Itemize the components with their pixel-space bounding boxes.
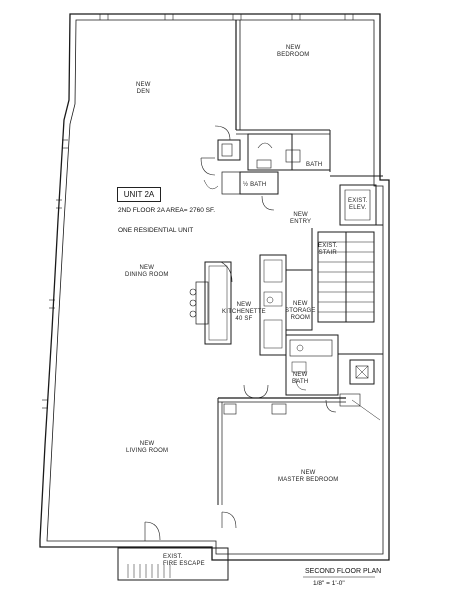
drawing-title: SECOND FLOOR PLAN [305,568,382,575]
area-note: 2ND FLOOR 2A AREA= 2760 SF. [118,207,216,214]
residential-note: ONE RESIDENTIAL UNIT [118,227,194,234]
unit-label: UNIT 2A [117,187,161,202]
fire-escape-treads [127,564,171,578]
room-label-den: NEW DEN [136,82,151,95]
room-label-kitchenette: NEW KITCHENETTE 40 SF [222,302,266,322]
room-label-storage-room: NEW STORAGE ROOM [285,301,316,321]
room-label-exist-stair: EXIST. STAIR [318,243,338,256]
room-label-new-bath: NEW BATH [292,372,309,385]
exterior-wall-outer [39,13,390,561]
room-label-exist-elev: EXIST. ELEV. [348,198,368,211]
room-label-master-bedroom: NEW MASTER BEDROOM [278,470,339,483]
room-label-bath: BATH [306,162,323,168]
room-label-entry: NEW ENTRY [290,212,312,225]
room-label-living-room: NEW LIVING ROOM [126,441,169,454]
room-label-bedroom: NEW BEDROOM [277,45,310,58]
window-marks [42,14,354,409]
room-label-half-bath: ½ BATH [243,182,267,188]
room-label-dining-room: NEW DINING ROOM [125,265,169,278]
room-label-fire-escape: EXIST. FIRE ESCAPE [163,554,205,567]
drawing-scale: 1/8" = 1'-0" [313,580,345,587]
